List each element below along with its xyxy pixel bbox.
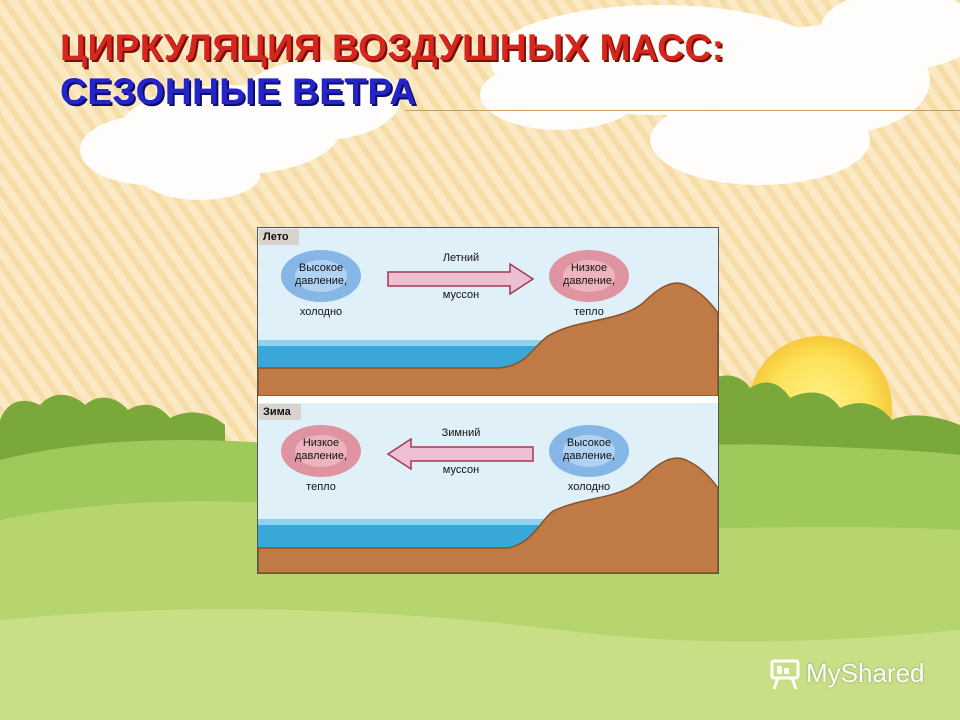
logo-text: MyShared <box>806 658 925 688</box>
right-pressure-label: Высокое давление, <box>562 437 616 462</box>
cloud-shape <box>80 60 400 200</box>
land-shape <box>258 282 718 396</box>
slide-title: ЦИРКУЛЯЦИЯ ВОЗДУШНЫХ МАСС: СЕЗОННЫЕ ВЕТР… <box>60 26 725 114</box>
wind-label-bottom: муссон <box>442 289 480 301</box>
right-temp-label: тепло <box>574 306 604 318</box>
monsoon-diagram: Лето Высокое давление, холодно Летний му… <box>257 227 719 574</box>
title-underline <box>405 110 960 111</box>
left-pressure-label: Низкое давление, <box>294 437 348 462</box>
arrow-right-icon <box>387 262 535 296</box>
hill-shape <box>0 609 960 720</box>
title-line-1: ЦИРКУЛЯЦИЯ ВОЗДУШНЫХ МАСС: <box>60 27 725 68</box>
presentation-board-icon <box>770 659 800 690</box>
right-temp-label: холодно <box>567 481 611 493</box>
wind-label-bottom: муссон <box>442 464 480 476</box>
wind-label-top: Зимний <box>441 427 481 439</box>
winter-scene <box>258 403 718 573</box>
winter-panel: Зима Низкое давление, тепло Зимний муссо… <box>258 403 718 573</box>
land-shape <box>258 457 718 573</box>
summer-panel: Лето Высокое давление, холодно Летний му… <box>258 228 718 396</box>
title-line-2: СЕЗОННЫЕ ВЕТРА <box>60 71 417 112</box>
cloud-shape <box>480 0 960 185</box>
right-pressure-label: Низкое давление, <box>562 262 616 287</box>
season-tag-winter: Зима <box>259 404 301 420</box>
left-pressure-label: Высокое давление, <box>294 262 348 287</box>
left-temp-label: холодно <box>299 306 343 318</box>
season-tag-summer: Лето <box>259 229 299 245</box>
arrow-left-icon <box>386 437 534 471</box>
wind-label-top: Летний <box>442 252 480 264</box>
summer-scene <box>258 228 718 396</box>
myshared-logo[interactable]: MyShared <box>770 656 930 696</box>
left-temp-label: тепло <box>306 481 336 493</box>
